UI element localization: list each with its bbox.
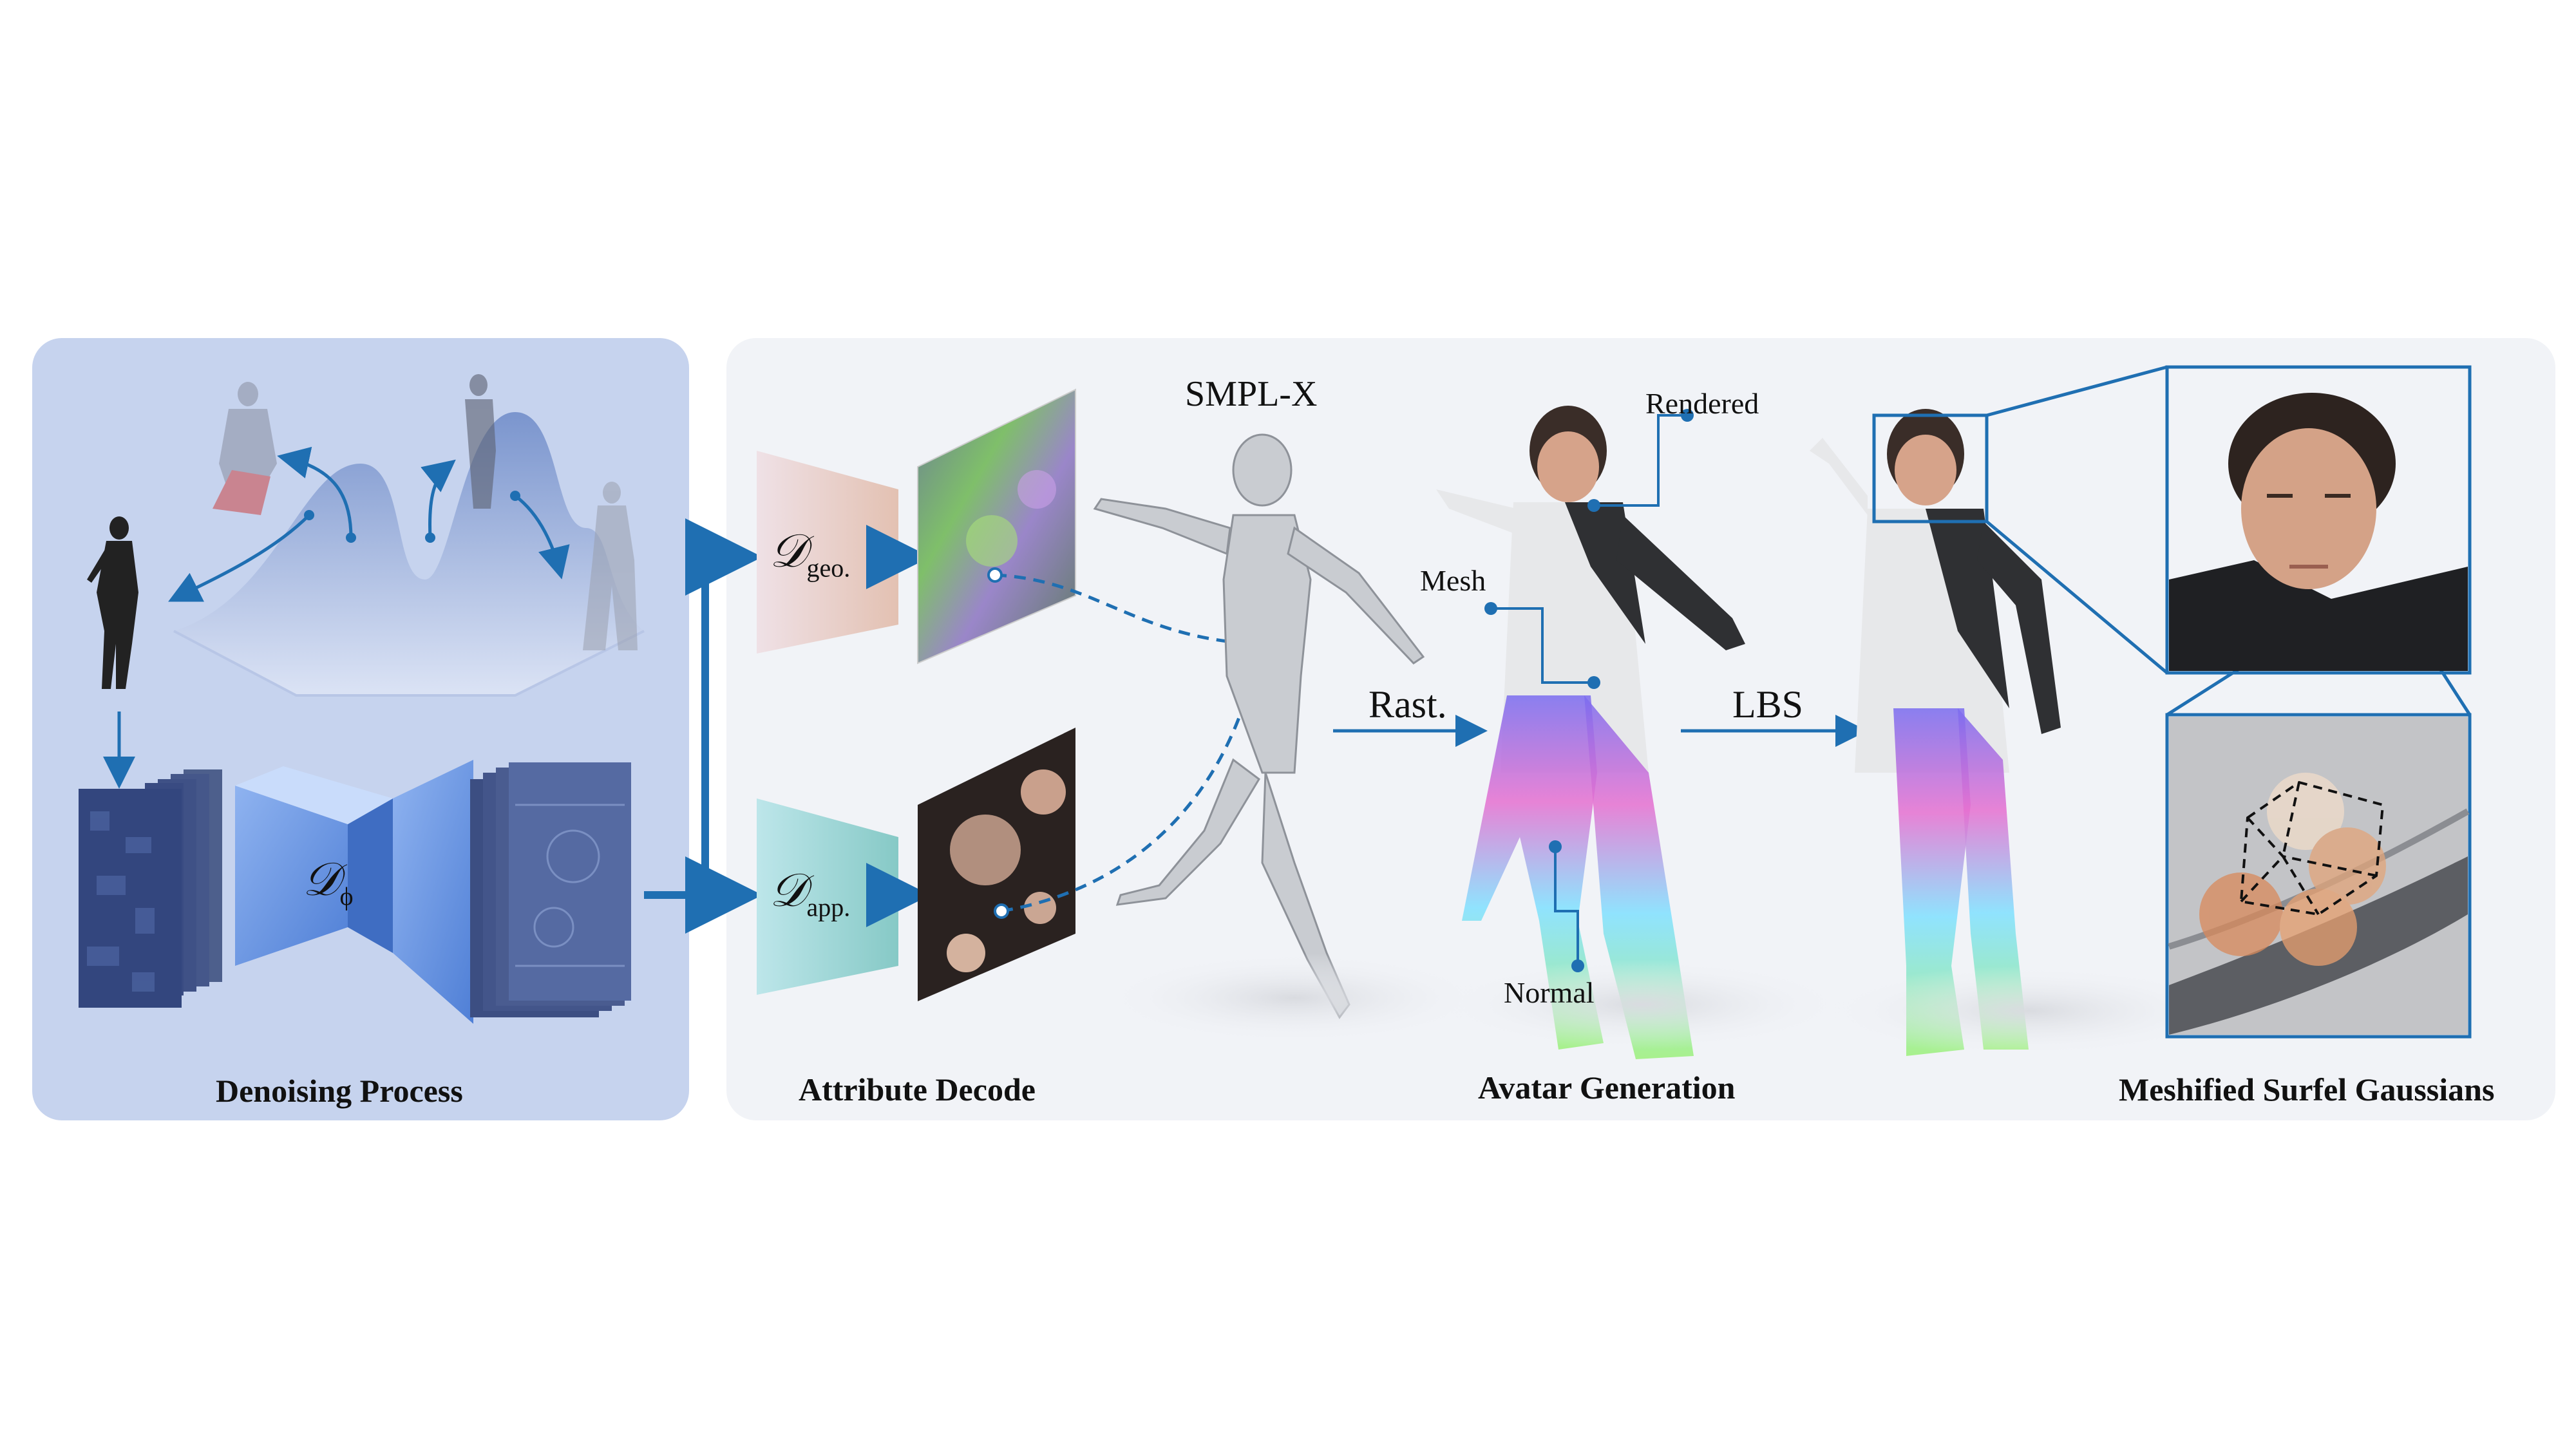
- face-closeup: [2169, 369, 2468, 671]
- person-standing-left: [87, 516, 138, 689]
- main-connector-arrows: [644, 518, 762, 934]
- noisy-input-stack: [79, 769, 222, 1008]
- generated-avatar-posed: [1810, 409, 2061, 1056]
- denoiser-phi-label: 𝒟ϕ: [303, 854, 354, 911]
- callout-leaders: [1491, 414, 1687, 966]
- surfel-gaussians-closeup: [2168, 717, 2470, 1035]
- avatar-shadow-1: [1436, 959, 1848, 1050]
- person-faded-1: [213, 382, 277, 515]
- mesh-label: Mesh: [1420, 564, 1486, 597]
- rast-label: Rast.: [1368, 683, 1447, 726]
- smplx-shadow: [1101, 953, 1488, 1043]
- denoised-output-stack: [470, 762, 631, 1017]
- normal-label: Normal: [1504, 976, 1595, 1009]
- callout-dots: [1484, 409, 1694, 972]
- geo-decoder-shape: [757, 451, 898, 654]
- person-faded-2: [465, 374, 496, 509]
- app-decoder-label: 𝒟app.: [770, 865, 851, 922]
- appearance-attribute-map: [918, 728, 1075, 1001]
- landscape-sample-dots: [304, 491, 520, 543]
- lbs-label: LBS: [1732, 683, 1804, 726]
- noise-landscape-illustration: [173, 412, 645, 697]
- denoising-process-title: Denoising Process: [216, 1073, 463, 1109]
- attribute-decode-title: Attribute Decode: [799, 1071, 1036, 1108]
- person-faded-3: [583, 482, 638, 650]
- landscape-sample-arrows: [103, 446, 570, 789]
- avatar-generation-title: Avatar Generation: [1478, 1070, 1736, 1106]
- app-decoder-shape: [757, 798, 898, 995]
- rendered-label: Rendered: [1645, 387, 1759, 420]
- geometry-attribute-map: [917, 388, 1076, 665]
- smplx-label: SMPL-X: [1185, 374, 1318, 414]
- decoder-output-arrows: [866, 525, 931, 927]
- denoiser-phi-shape: [235, 760, 473, 1024]
- geo-decoder-label: 𝒟geo.: [770, 525, 851, 583]
- meshified-surfel-gaussians-title: Meshified Surfel Gaussians: [2119, 1071, 2495, 1108]
- avatar-shadow-2: [1823, 966, 2235, 1056]
